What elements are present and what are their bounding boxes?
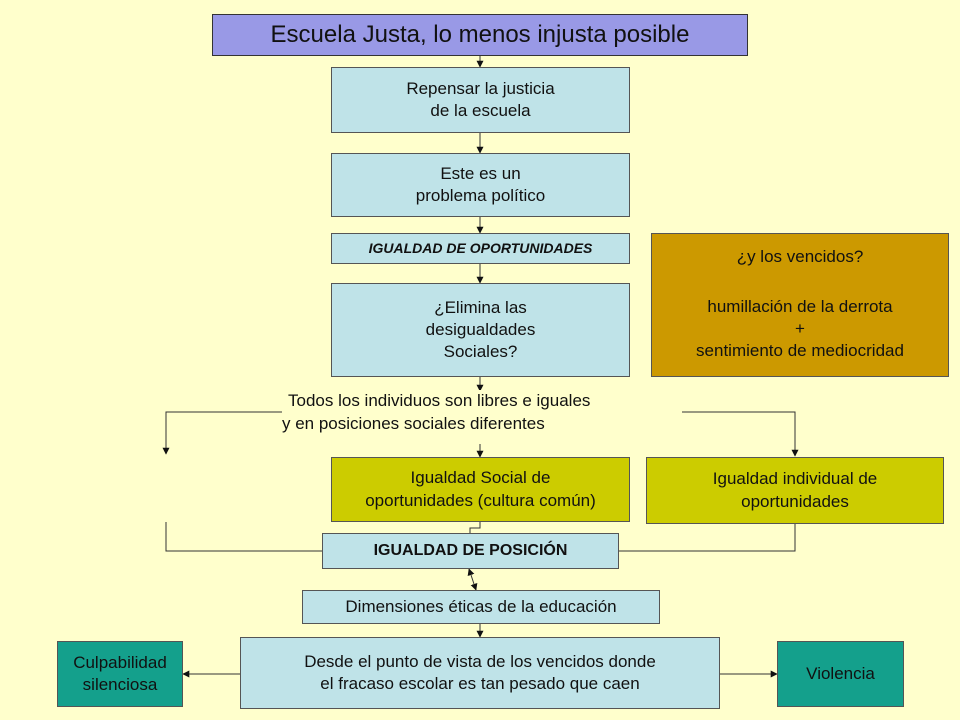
title-text: Escuela Justa, lo menos injusta posible xyxy=(270,21,690,49)
node-repensar: Repensar la justicia de la escuela xyxy=(331,67,630,133)
node-elimina-line1: ¿Elimina las xyxy=(434,297,527,317)
node-social-line1: Igualdad Social de xyxy=(410,468,551,488)
node-desde-line1: Desde el punto de vista de los vencidos … xyxy=(304,651,656,671)
node-todos-line1: Todos los individuos son libres e iguale… xyxy=(288,391,591,410)
diagram-title: Escuela Justa, lo menos injusta posible xyxy=(212,14,748,56)
arrow-todos-right xyxy=(676,411,799,457)
node-igualdad-posicion: IGUALDAD DE POSICIÓN xyxy=(322,533,619,569)
connector-left-posicion xyxy=(165,522,322,552)
node-social-line2: oportunidades (cultura común) xyxy=(365,490,596,510)
node-politico-line1: Este es un xyxy=(440,163,521,183)
node-violencia-text: Violencia xyxy=(806,663,875,683)
node-repensar-line1: Repensar la justicia xyxy=(406,78,555,98)
node-vencidos-line2: + xyxy=(795,319,805,339)
node-vencidos: ¿y los vencidos? humillación de la derro… xyxy=(651,233,949,377)
node-individual-line1: Igualdad individual de xyxy=(712,469,878,489)
node-individual-line2: oportunidades xyxy=(741,491,849,511)
node-posicion-text: IGUALDAD DE POSICIÓN xyxy=(373,541,568,559)
node-igualdad-individual: Igualdad individual de oportunidades xyxy=(646,457,944,524)
node-elimina-line2: desigualdades xyxy=(425,319,536,339)
node-eticas-text: Dimensiones éticas de la educación xyxy=(345,596,617,616)
node-elimina-line3: Sociales? xyxy=(443,342,518,362)
node-todos-line2: y en posiciones sociales diferentes xyxy=(282,413,545,433)
node-desde-vencidos: Desde el punto de vista de los vencidos … xyxy=(240,637,720,709)
node-elimina: ¿Elimina las desigualdades Sociales? xyxy=(331,283,630,377)
arrow-posicion-eticas xyxy=(467,568,478,591)
node-oportunidades-text: IGUALDAD DE OPORTUNIDADES xyxy=(368,240,593,257)
arrow-todos-left xyxy=(162,411,282,455)
node-vencidos-line3: sentimiento de mediocridad xyxy=(696,341,904,361)
node-culpabilidad-line1: Culpabilidad xyxy=(73,652,167,672)
node-violencia: Violencia xyxy=(777,641,904,707)
connector-right-posicion xyxy=(619,524,796,552)
node-dimensiones-eticas: Dimensiones éticas de la educación xyxy=(302,590,660,624)
node-todos: Todos los individuos son libres e iguale… xyxy=(282,390,682,436)
node-igualdad-oportunidades: IGUALDAD DE OPORTUNIDADES xyxy=(331,233,630,264)
node-politico: Este es un problema político xyxy=(331,153,630,217)
connector-social-posicion xyxy=(469,522,481,533)
node-desde-line2: el fracaso escolar es tan pesado que cae… xyxy=(320,674,640,693)
node-culpabilidad: Culpabilidad silenciosa xyxy=(57,641,183,707)
node-repensar-line2: de la escuela xyxy=(430,101,531,120)
node-vencidos-question: ¿y los vencidos? xyxy=(736,247,864,266)
node-igualdad-social: Igualdad Social de oportunidades (cultur… xyxy=(331,457,630,522)
node-vencidos-line1: humillación de la derrota xyxy=(707,297,893,317)
node-politico-line2: problema político xyxy=(415,186,546,205)
node-culpabilidad-line2: silenciosa xyxy=(82,675,158,694)
